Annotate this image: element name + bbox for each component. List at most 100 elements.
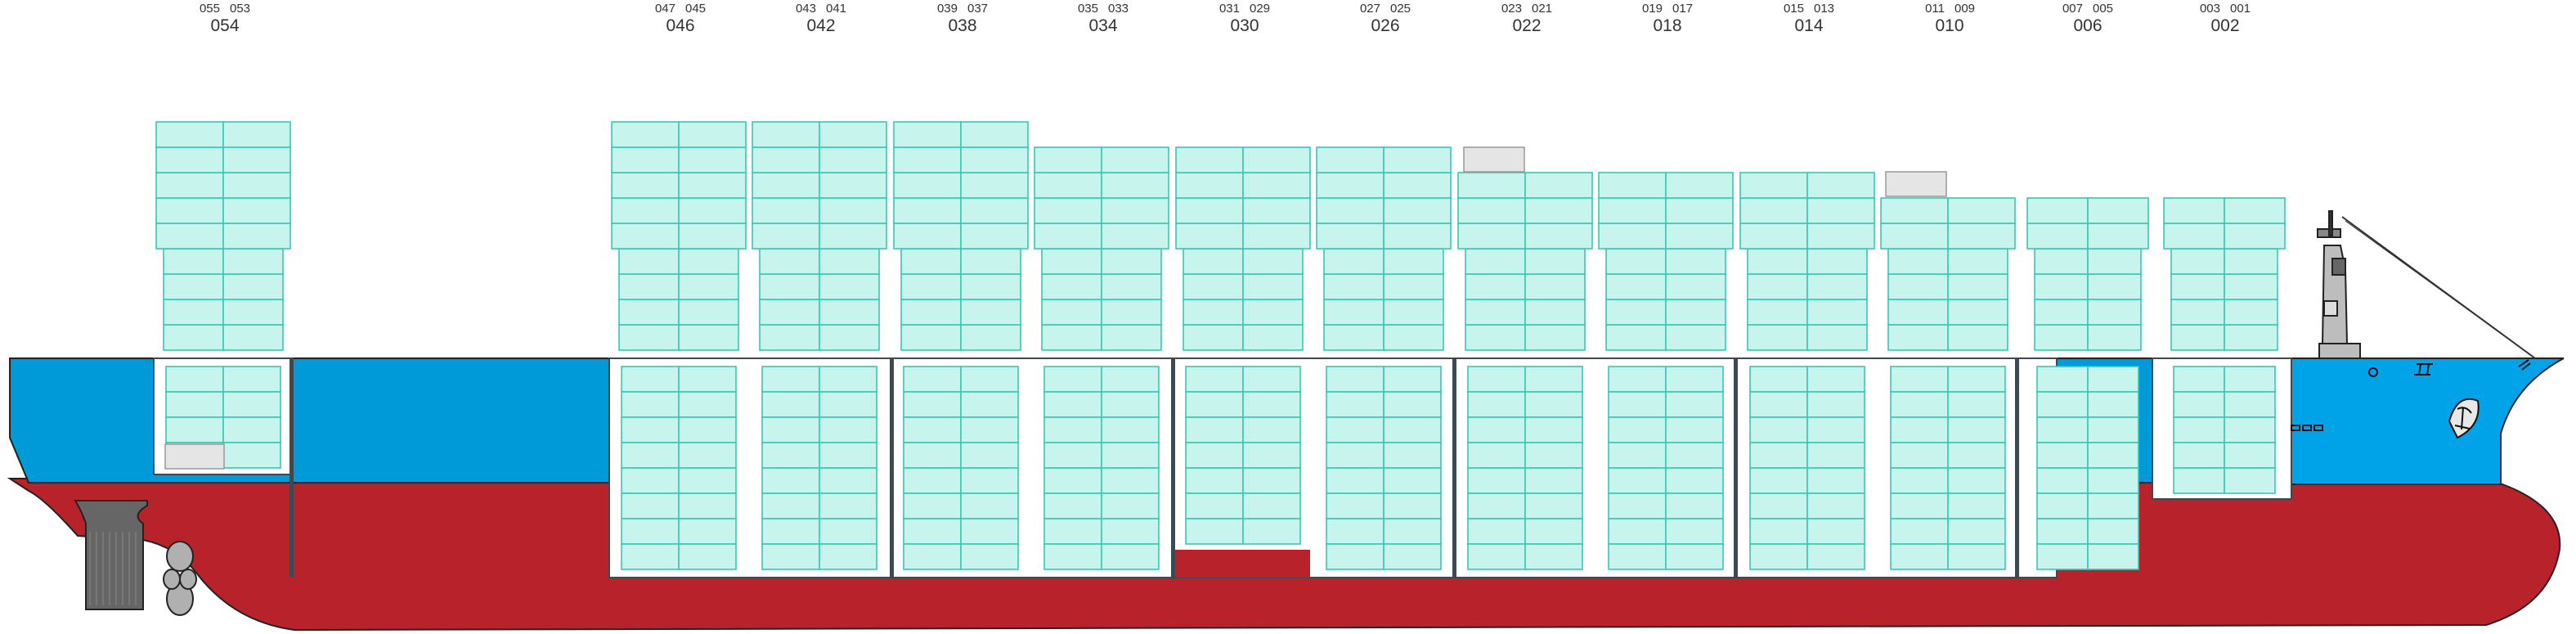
hold-container	[1185, 442, 1244, 469]
hold-container	[1101, 442, 1160, 469]
deck-container	[1465, 299, 1526, 326]
deck-container	[960, 324, 1021, 351]
hold-container	[1665, 492, 1724, 519]
deck-container	[960, 299, 1021, 326]
hold-container	[1185, 518, 1244, 545]
bay-aft-label: 007	[2062, 2, 2083, 16]
deck-container	[1806, 172, 1875, 199]
hold-container	[1890, 518, 1949, 545]
hold-container	[1608, 543, 1667, 570]
hold-container	[1749, 416, 1808, 443]
hold-container	[1242, 442, 1301, 469]
deck-container	[960, 121, 1029, 148]
bay-number: 010	[1935, 16, 1964, 35]
deck-container	[893, 121, 962, 148]
hold-container	[1101, 467, 1160, 494]
hold-container	[960, 442, 1019, 469]
bay-aft-label: 023	[1501, 2, 1522, 16]
deck-container	[1041, 324, 1102, 351]
bow-section	[2289, 357, 2565, 485]
hold-container	[903, 366, 962, 393]
bulkhead	[1734, 358, 1738, 578]
deck-container	[1175, 223, 1244, 250]
deck-container	[1747, 324, 1808, 351]
deck-container	[1383, 324, 1444, 351]
hold-container	[2173, 391, 2225, 418]
deck-container	[1034, 172, 1102, 199]
hold-container	[1665, 518, 1724, 545]
hold-container	[1947, 467, 2006, 494]
hold-container	[1326, 518, 1384, 545]
deck-container	[155, 146, 224, 173]
hold-container	[2036, 366, 2089, 393]
hold-container	[1665, 543, 1724, 570]
hold-container	[1383, 518, 1442, 545]
deck-container	[1383, 146, 1452, 173]
deck-container	[2026, 223, 2089, 250]
hold-container	[1326, 492, 1384, 519]
deck-container	[618, 324, 680, 351]
hold-container	[761, 442, 820, 469]
hold-container	[1467, 416, 1526, 443]
hold-container	[1383, 416, 1442, 443]
deck-container	[2224, 223, 2286, 250]
deck-container	[1947, 324, 2008, 351]
hold-container	[1665, 416, 1724, 443]
deck-container	[1665, 197, 1734, 224]
deck-container	[1101, 223, 1169, 250]
bay-number: 014	[1794, 16, 1824, 35]
hold-container	[1749, 492, 1808, 519]
hold-container	[1043, 391, 1102, 418]
hold-container	[903, 391, 962, 418]
hold-container	[1242, 518, 1301, 545]
hold-container	[1524, 391, 1583, 418]
deck-container	[2163, 223, 2225, 250]
hold-container	[819, 366, 877, 393]
deck-container	[1605, 248, 1667, 275]
bay-number: 030	[1230, 16, 1259, 35]
deck-container	[752, 223, 820, 250]
hold-container	[1890, 442, 1949, 469]
hold-container	[1467, 467, 1526, 494]
hold-container	[1326, 442, 1384, 469]
hold-container	[1383, 366, 1442, 393]
deck-container	[1947, 223, 2016, 250]
rudder	[74, 500, 148, 610]
hold-container	[819, 467, 877, 494]
deck-container	[2034, 248, 2089, 275]
deck-container	[819, 146, 887, 173]
bay-number: 002	[2210, 16, 2240, 35]
bay-fwd-label: 001	[2230, 2, 2251, 16]
deck-container	[1598, 223, 1667, 250]
deck-container	[752, 172, 820, 199]
deck-container	[222, 299, 284, 326]
deck-container	[678, 172, 747, 199]
hold-container	[678, 416, 737, 443]
hold-container	[819, 442, 877, 469]
hold-container	[903, 492, 962, 519]
deck-container	[893, 172, 962, 199]
hold-container	[2173, 366, 2225, 393]
empty-slot	[1463, 146, 1525, 173]
hold-container	[1043, 416, 1102, 443]
deck-container	[618, 273, 680, 300]
hold-container	[1947, 543, 2006, 570]
hold-container	[1326, 416, 1384, 443]
hold-container	[678, 442, 737, 469]
hold-container	[903, 442, 962, 469]
deck-container	[1242, 299, 1304, 326]
deck-container	[1880, 223, 1949, 250]
bay-fwd-label: 037	[967, 2, 989, 16]
bay-fwd-label: 017	[1672, 2, 1694, 16]
deck-container	[1041, 299, 1102, 326]
hold-container	[1242, 391, 1301, 418]
hold-container	[1608, 416, 1667, 443]
hold-container	[1326, 543, 1384, 570]
deck-container	[1101, 172, 1169, 199]
bay-aft-label: 039	[936, 2, 958, 16]
deck-container	[1665, 223, 1734, 250]
deck-container	[678, 146, 747, 173]
deck-container	[2087, 299, 2142, 326]
hold-container	[1185, 467, 1244, 494]
